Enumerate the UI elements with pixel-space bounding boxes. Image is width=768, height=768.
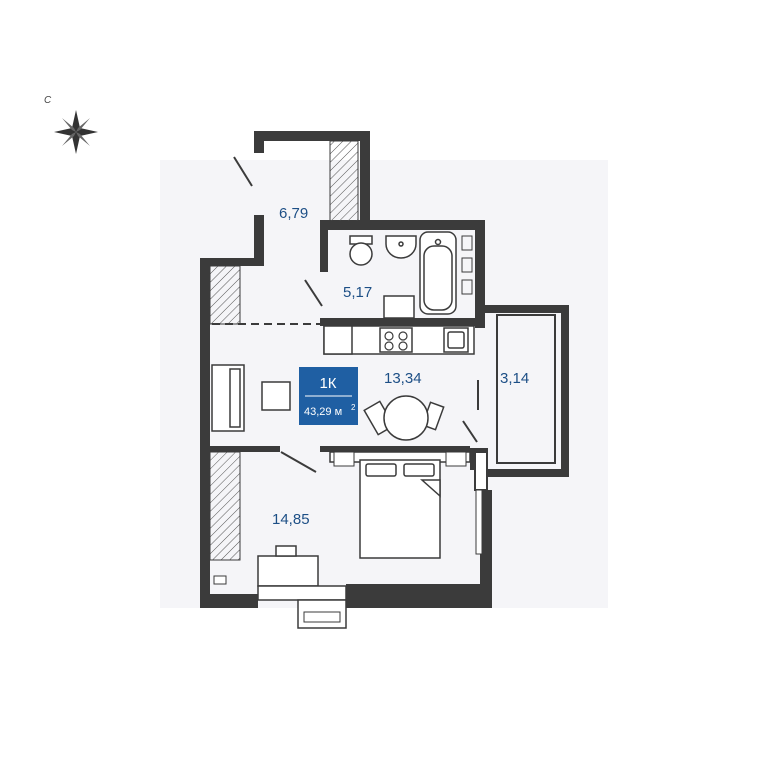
bathtub-inner [423, 245, 453, 311]
bath-shelf-2 [461, 257, 473, 273]
kitchen-counter [323, 325, 475, 355]
stove [379, 327, 413, 353]
sink-drain [398, 241, 404, 247]
bathroom-fixtures [349, 231, 457, 319]
compass-rose-icon [54, 110, 98, 154]
kitchen-sink-basin [447, 331, 465, 349]
wall-left [200, 258, 210, 608]
window-bottom [257, 585, 347, 601]
door-storage [233, 156, 253, 187]
door-bedroom [280, 451, 317, 473]
badge-area-sup: 2 [351, 403, 356, 412]
desk [257, 545, 319, 587]
washing-machine [383, 295, 415, 319]
sink [385, 235, 417, 259]
window-living-left [209, 265, 241, 325]
balcony-door-frame [474, 451, 488, 491]
bedroom-window-right [475, 489, 483, 555]
pillow-right [403, 463, 435, 477]
french-balcony [297, 599, 347, 629]
wall-bottom-right [346, 584, 492, 608]
wall-balcony-top [485, 305, 569, 313]
wall-bathroom-left [320, 220, 328, 272]
area-bathroom: 5,17 [343, 284, 372, 301]
toilet-bowl [349, 242, 373, 266]
area-bedroom: 14,85 [272, 511, 310, 528]
stove-burners [384, 331, 408, 351]
badge-area: 43,29 м [304, 406, 342, 418]
wall-storage-right [360, 131, 370, 223]
dining-table [383, 395, 429, 441]
area-balcony: 3,14 [500, 370, 529, 387]
wall-bedroom-right-top [320, 446, 470, 452]
wall-storage-left [254, 131, 264, 153]
bathtub-drain [434, 238, 442, 246]
wall-bedroom-left-top [210, 446, 280, 452]
apartment-badge: 1К 43,29 м 2 [299, 367, 358, 425]
wall-bottom-left [200, 594, 258, 608]
desk-chair [275, 545, 297, 557]
pillow-left [365, 463, 397, 477]
wall-bathroom-bottom [320, 318, 475, 326]
wall-left-top-step [200, 258, 264, 266]
wall-bathroom-right [475, 220, 485, 328]
fridge [323, 325, 353, 355]
window-storage [329, 140, 359, 222]
area-storage: 6,79 [279, 205, 308, 222]
bed [329, 451, 471, 559]
nightstand-right [445, 451, 467, 467]
french-balcony-inner [303, 611, 341, 623]
wall-bathroom-top [320, 220, 485, 230]
bath-shelf-1 [461, 235, 473, 251]
dining-set [363, 395, 445, 441]
wall-storage-left-lower [254, 215, 264, 263]
compass-letter: C [44, 95, 52, 106]
door-bathroom [304, 279, 323, 307]
radiator [213, 575, 227, 585]
wall-balcony-right [561, 305, 569, 477]
walls [200, 131, 569, 608]
wall-storage-top [254, 131, 370, 141]
window-bedroom-left [209, 451, 241, 561]
wall-right-bottom [480, 490, 492, 608]
blanket-fold [420, 479, 441, 498]
wall-balcony-bottom [485, 469, 569, 477]
sofa [211, 364, 245, 432]
door-balcony [462, 420, 478, 443]
coffee-table [261, 381, 291, 411]
badge-type: 1К [319, 375, 336, 392]
area-kitchen-living: 13,34 [384, 370, 422, 387]
nightstand-left [333, 451, 355, 467]
bath-shelf-3 [461, 279, 473, 295]
balcony-frame [496, 314, 556, 464]
